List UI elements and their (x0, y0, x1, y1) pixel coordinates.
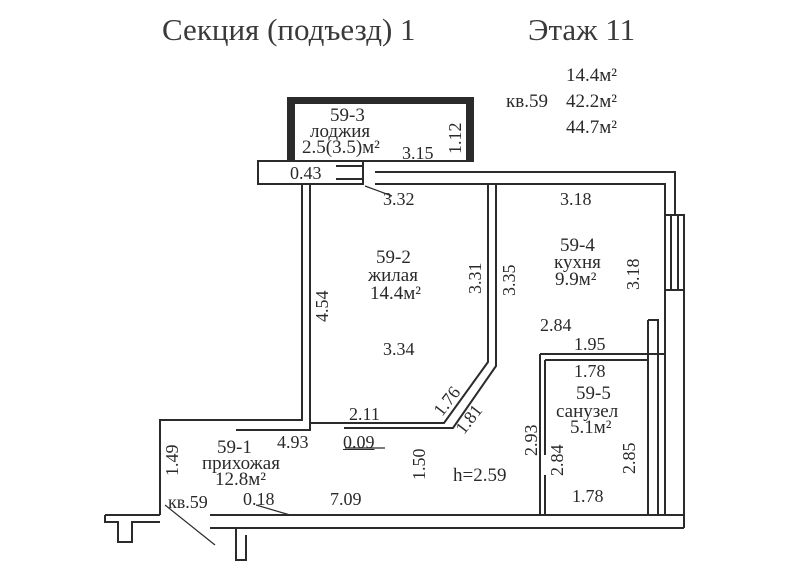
room-name-kitchen: кухня (554, 252, 601, 273)
dim-bath-right: 2.85 (619, 442, 639, 475)
dim-living-top: 3.32 (383, 189, 415, 209)
summary-total-area: 42.2м² (566, 91, 617, 112)
dim-bath-top-outer: 1.95 (574, 334, 606, 354)
dim-living-left: 4.54 (312, 290, 332, 323)
room-area-bathroom: 5.1м² (570, 417, 612, 438)
ceiling-height: h=2.59 (453, 465, 507, 486)
dim-living-bottom: 3.34 (383, 339, 415, 359)
dim-loggia-door: 0.43 (290, 163, 322, 183)
room-area-hallway: 12.8м² (215, 469, 266, 490)
room-area-loggia: 2.5(3.5)м² (302, 137, 380, 158)
room-name-hallway: прихожая (202, 453, 280, 474)
walls (104, 97, 685, 561)
dim-hall-7-09: 7.09 (330, 489, 362, 509)
dim-bath-left-a: 2.93 (521, 424, 541, 457)
summary-living-area: 14.4м² (566, 65, 617, 86)
dim-hall-0-09: 0.09 (343, 432, 375, 452)
summary-apartment-label: кв.59 (506, 91, 548, 112)
dim-hall-4-93: 4.93 (277, 432, 309, 452)
partition-wall (310, 184, 489, 424)
room-name-loggia: лоджия (310, 121, 371, 142)
dim-hall-0-18: 0.18 (243, 489, 275, 509)
section-title: Секция (подъезд) 1 (162, 12, 416, 47)
room-area-kitchen: 9.9м² (555, 269, 597, 290)
room-id-hallway: 59-1 (217, 437, 252, 458)
room-id-kitchen: 59-4 (560, 235, 595, 256)
room-id-living: 59-2 (376, 247, 411, 268)
living-left-wall (159, 184, 303, 515)
dim-hall-1-50: 1.50 (409, 448, 429, 481)
loggia-left-wall (287, 97, 295, 162)
dim-hall-1-49: 1.49 (162, 444, 182, 477)
loggia-parapet (287, 97, 474, 104)
room-id-loggia: 59-3 (330, 105, 365, 126)
entrance-apartment-label: кв.59 (168, 492, 208, 512)
room-id-bathroom: 59-5 (576, 383, 611, 404)
dim-loggia-height: 1.12 (445, 122, 465, 155)
dim-living-right-b: 3.35 (499, 264, 519, 297)
dim-kitchen-right: 3.18 (623, 258, 643, 291)
dim-living-right-a: 3.31 (465, 262, 485, 295)
room-area-living: 14.4м² (370, 283, 421, 304)
loggia-right-wall (466, 97, 474, 162)
dim-hall-2-11: 2.11 (349, 404, 380, 424)
dim-kitchen-top: 3.18 (560, 189, 592, 209)
dim-loggia-width: 3.15 (402, 143, 434, 163)
floor-title: Этаж 11 (528, 12, 636, 47)
room-name-bathroom: санузел (556, 401, 619, 422)
summary-area-with-loggia: 44.7м² (566, 117, 617, 138)
dim-bath-left-b: 2.84 (547, 444, 567, 477)
dim-kitchen-bottom: 2.84 (540, 315, 572, 335)
room-name-living: жилая (368, 265, 418, 286)
dim-bath-bottom: 1.78 (572, 486, 604, 506)
dim-bath-top-inner: 1.78 (574, 361, 606, 381)
kitchen-window (664, 214, 685, 291)
